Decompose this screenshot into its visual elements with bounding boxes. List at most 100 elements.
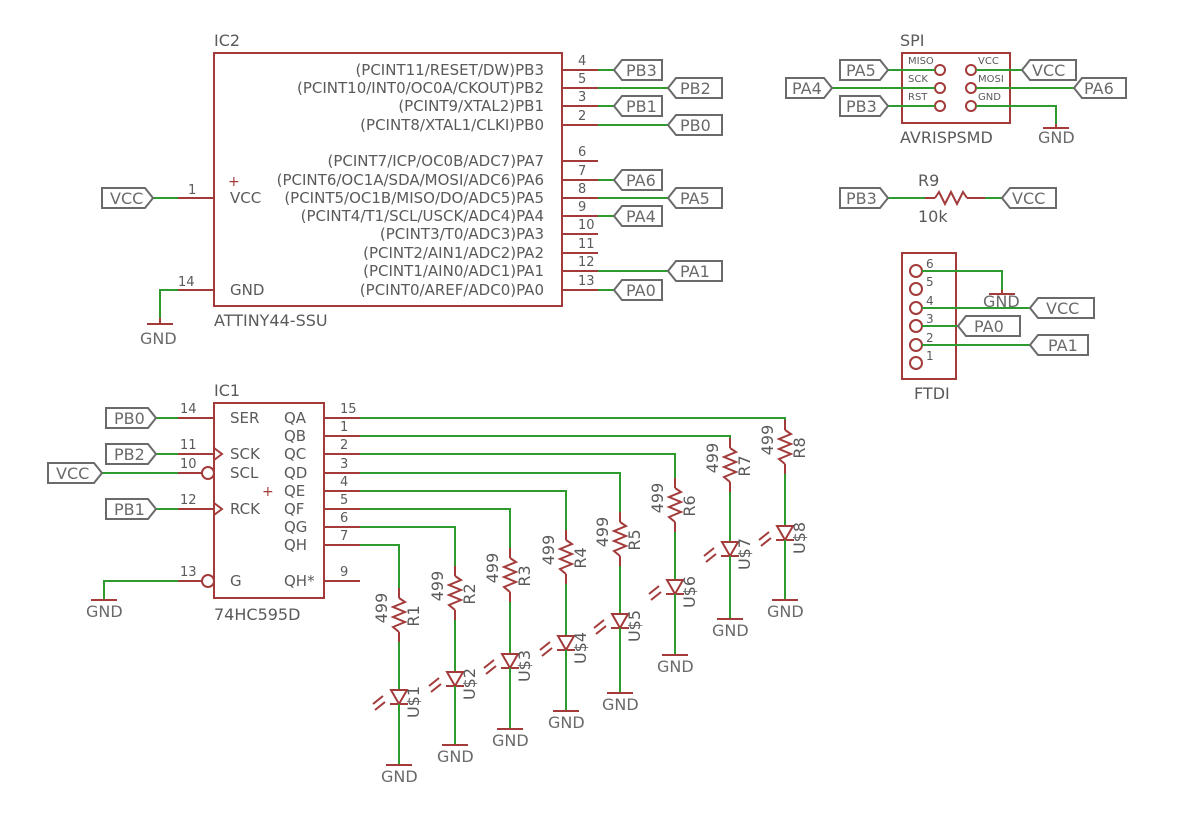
led-gnd-symbol: GND [712, 618, 749, 640]
ic2-net-flag-pb0-text: PB0 [680, 116, 711, 135]
ic1-net-flag-pb2-text: PB2 [114, 445, 145, 464]
resistor-name: R2 [460, 583, 479, 604]
led-light-arrow [593, 619, 605, 629]
ic2-net-flag-pb0: PB0 [666, 114, 723, 136]
led-name: U$6 [680, 576, 699, 608]
led-light-arrow [705, 553, 717, 563]
resistor-name: R1 [404, 605, 423, 626]
ic2-net-flag-pa5-text: PA5 [680, 189, 710, 208]
ic1-net-flag-vcc: VCC [47, 462, 104, 484]
ic1-out-num: 15 [340, 402, 357, 417]
led-light-arrow [483, 659, 495, 669]
led-triangle [500, 653, 520, 671]
spi-pin-gnd [965, 100, 977, 112]
led-light-arrow [428, 677, 440, 687]
resistor-value: 499 [758, 425, 777, 456]
led-gnd-symbol-text: GND [657, 657, 694, 676]
ic1-pin-num: 11 [180, 438, 197, 453]
ic2-pin-num: 11 [578, 237, 595, 252]
ic1-out-label: QG [284, 518, 307, 536]
ftdi-pin-4 [909, 301, 923, 315]
spi-header: SPI AVRISPSMD MISO VCC SCK MOSI RST GND … [785, 31, 1127, 147]
led-gnd-symbol: GND [437, 744, 474, 766]
led-light-arrow [595, 625, 607, 635]
ftdi-pin-3 [909, 319, 923, 333]
led-triangle [556, 635, 576, 653]
ic1-clock-marker [213, 502, 224, 516]
ftdi-gnd-symbol-text: GND [983, 292, 1020, 311]
spi-pin-sck [934, 82, 946, 94]
led-triangle [445, 671, 465, 689]
ic2-net-flag-pa4-text: PA4 [626, 207, 656, 226]
ic2-pin-label: (PCINT0/AREF/ADC0)PA0 [360, 281, 544, 299]
ic2-net-flag-pa1-text: PA1 [680, 262, 710, 281]
ftdi-vcc-flag-text: VCC [1046, 299, 1079, 318]
spi-gnd-symbol: GND [1038, 124, 1075, 147]
resistor-value: 499 [593, 517, 612, 548]
ic2-net-flag-pb3: PB3 [612, 59, 663, 81]
led-gnd-symbol-text: GND [492, 731, 529, 750]
r9-vcc-flag: VCC [1000, 187, 1057, 209]
ic1-net-flag-pb0: PB0 [105, 407, 158, 429]
ic2-component: IC2 ATTINY44-SSU + 1 VCC VCC 14 GND GND … [101, 31, 723, 348]
ic1-out-label: QC [284, 445, 306, 463]
led-triangle [610, 613, 630, 631]
ic1-out-label: QE [284, 482, 305, 500]
ic1-out-label: QD [284, 464, 307, 482]
ic2-pin-num: 12 [578, 255, 595, 270]
led-light-arrow [430, 683, 442, 693]
ic2-pin-label: (PCINT9/XTAL2)PB1 [398, 97, 544, 115]
led-name: U$8 [790, 522, 809, 554]
resistor-name: R6 [680, 495, 699, 516]
r9-zigzag [934, 189, 968, 207]
ic2-net-flag-pa1: PA1 [666, 260, 723, 282]
resistor-zigzag [611, 521, 629, 557]
resistor-value: 499 [483, 553, 502, 584]
spi-sck-flag-text: PA4 [792, 79, 822, 98]
spi-sck-flag: PA4 [785, 77, 834, 99]
ic2-net-flag-pb2: PB2 [666, 77, 723, 99]
spi-mosi-flag-text: PA6 [1084, 79, 1114, 98]
ic1-body [213, 402, 325, 599]
led-name: U$1 [404, 686, 423, 718]
ic2-gnd-symbol: GND [140, 318, 177, 348]
r9-pb3-flag: PB3 [839, 187, 890, 209]
ic1-net-flag-pb0-text: PB0 [114, 409, 145, 428]
spi-name: SPI [900, 31, 925, 50]
ic2-vcc-flag-text: VCC [110, 189, 143, 208]
ic1-pin-label: SCK [230, 445, 261, 463]
ftdi-pin-1 [909, 356, 923, 370]
led-gnd-symbol: GND [767, 599, 804, 621]
ic2-part: ATTINY44-SSU [214, 311, 328, 330]
spi-pin-label-vcc: VCC [978, 56, 999, 67]
spi-pin-rst [934, 100, 946, 112]
led-light-arrow [539, 641, 551, 651]
led-light-arrow [703, 547, 715, 557]
ic1-pin-num: 12 [180, 493, 197, 508]
led-gnd-symbol: GND [602, 692, 639, 714]
led-triangle [720, 541, 740, 559]
ic1-net-flag-pb2: PB2 [105, 443, 158, 465]
ftdi-pin-num: 1 [926, 349, 934, 363]
resistor-zigzag [446, 575, 464, 611]
ic1-out-label: QB [284, 427, 306, 445]
led-light-arrow [374, 701, 386, 711]
ftdi-pin-num: 4 [926, 294, 934, 308]
r9-pb3-flag-text: PB3 [846, 189, 877, 208]
led-gnd-symbol: GND [381, 764, 418, 786]
ic1-out-num: 2 [340, 438, 348, 453]
r9-value: 10k [918, 207, 948, 226]
led-gnd-symbol-text: GND [602, 695, 639, 714]
ftdi-name: FTDI [914, 384, 950, 403]
ftdi-pin-2 [909, 338, 923, 352]
ic1-out-num: 4 [340, 475, 348, 490]
